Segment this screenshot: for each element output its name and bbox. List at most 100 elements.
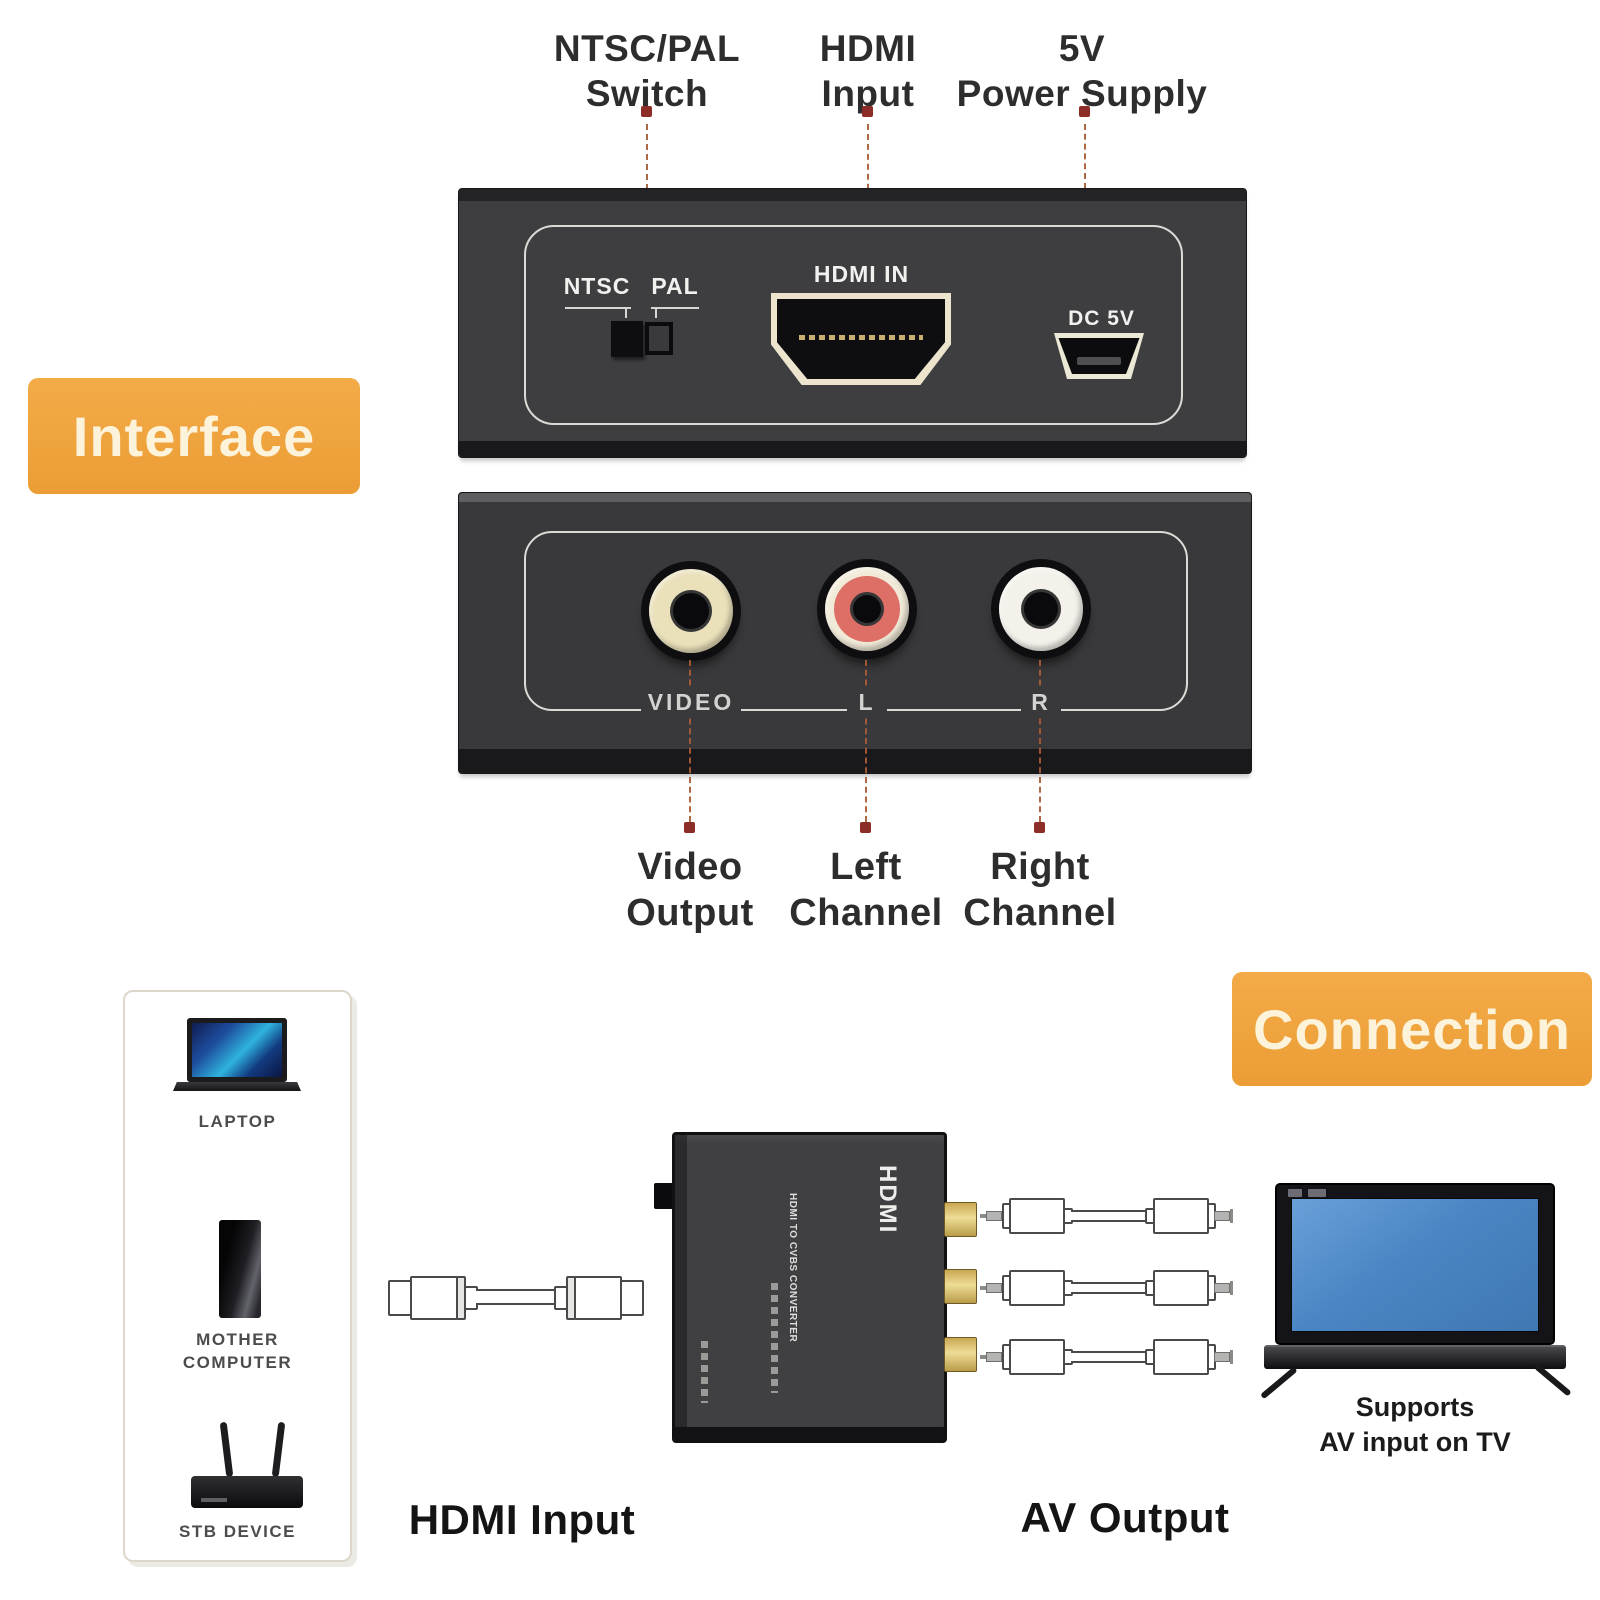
device-bottom-edge <box>459 749 1251 773</box>
rca-cord <box>1071 1282 1147 1294</box>
rca-body <box>1009 1270 1065 1306</box>
rca-pin-tick <box>980 1214 986 1218</box>
usb-port-cavity <box>1058 338 1140 374</box>
converter-fine-print <box>771 1283 778 1393</box>
callout-ntsc-pal-switch: NTSC/PAL Switch <box>487 26 807 116</box>
rca-pin <box>986 1283 1002 1293</box>
jack-hole <box>670 590 712 632</box>
tv-note: Supports AV input on TV <box>1280 1390 1550 1460</box>
rca-pin <box>986 1352 1002 1362</box>
tv-bezel-mark <box>1308 1189 1326 1197</box>
connection-badge: Connection <box>1232 972 1592 1086</box>
hdmi-plug-body <box>574 1276 622 1320</box>
converter-top-view: NTSC PAL HDMI IN DC 5V <box>458 188 1247 458</box>
converter-front-view: VIDEO L R <box>458 492 1252 774</box>
ntsc-label: NTSC <box>563 273 631 299</box>
device-top-edge <box>459 493 1251 502</box>
rca-cord <box>1071 1210 1147 1222</box>
callout-dot <box>860 822 871 833</box>
callout-dot <box>862 106 873 117</box>
callout-text: Right <box>990 846 1090 888</box>
ntsc-pal-switch-knob <box>645 322 673 355</box>
right-jack-label: R <box>1021 687 1061 718</box>
rca-pin-tick <box>1230 1209 1233 1223</box>
tv-note-text: AV input on TV <box>1319 1427 1511 1457</box>
stb-router-icon <box>191 1476 303 1508</box>
tv-soundbar <box>1264 1345 1566 1369</box>
device-bottom-edge <box>459 441 1246 457</box>
tv-screen <box>1291 1198 1539 1332</box>
panel-outline <box>524 225 1183 425</box>
rca-pin <box>1214 1352 1230 1362</box>
router-light-icon <box>201 1498 227 1502</box>
rca-pin <box>1214 1211 1230 1221</box>
callout-video-output: Video Output <box>590 844 790 936</box>
rca-body <box>1153 1339 1209 1375</box>
rca-cord <box>1071 1351 1147 1363</box>
hdmi-input-label: HDMI Input <box>408 1496 636 1543</box>
rca-gold-plug <box>944 1202 977 1237</box>
converter-hdmi-socket <box>654 1183 674 1209</box>
rca-body <box>1009 1198 1065 1234</box>
jack-hole <box>850 592 884 626</box>
source-devices-box: LAPTOP MOTHER COMPUTER STB DEVICE <box>123 990 352 1562</box>
right-audio-rca-jack <box>991 559 1091 659</box>
source-label-text: COMPUTER <box>182 1353 293 1372</box>
laptop-base-icon <box>173 1082 301 1091</box>
rca-body <box>1009 1339 1065 1375</box>
callout-text: HDMI <box>819 28 917 69</box>
source-label-text: STB DEVICE <box>178 1522 297 1541</box>
rca-pin <box>1214 1283 1230 1293</box>
callout-right-channel: Right Channel <box>940 844 1140 936</box>
dc-5v-port <box>1049 333 1149 379</box>
ntsc-pal-switch-slot <box>611 321 643 357</box>
tv-note-text: Supports <box>1355 1392 1475 1422</box>
callout-text: Channel <box>963 892 1117 934</box>
rca-body <box>1153 1270 1209 1306</box>
tv-bezel-mark <box>1288 1189 1302 1197</box>
source-label-text: LAPTOP <box>198 1112 277 1131</box>
device-top-edge <box>459 189 1246 201</box>
left-audio-rca-jack <box>817 559 917 659</box>
callout-5v-power: 5V Power Supply <box>922 26 1242 116</box>
callout-text: Left <box>830 846 902 888</box>
hdmi-plug-body <box>410 1276 458 1320</box>
rca-pin-tick <box>1230 1281 1233 1295</box>
ntsc-underline-elbow <box>625 307 627 318</box>
hdmi-logo: HDMI <box>874 1165 901 1235</box>
pal-label: PAL <box>651 273 699 299</box>
callout-dot <box>684 822 695 833</box>
pal-underline-elbow <box>655 307 657 318</box>
callout-text: NTSC/PAL <box>553 28 741 69</box>
ntsc-underline <box>565 307 631 309</box>
callout-text: Output <box>626 892 754 934</box>
hdmi-cable-cord <box>476 1289 556 1305</box>
hdmi-port-pins <box>799 335 923 340</box>
left-jack-label: L <box>847 687 887 718</box>
hdmi-in-port <box>771 293 951 385</box>
converter-fine-print <box>701 1341 708 1403</box>
rca-gold-plug <box>944 1269 977 1304</box>
tower-computer-icon <box>219 1220 261 1318</box>
interface-badge: Interface <box>28 378 360 494</box>
hdmi-plug-tip <box>620 1280 644 1316</box>
rca-pin-tick <box>980 1286 986 1290</box>
callout-line <box>1039 660 1041 822</box>
callout-line <box>865 660 867 822</box>
usb-port-slot <box>1077 357 1121 365</box>
video-rca-jack <box>641 561 741 661</box>
hdmi-plug-tip <box>388 1280 412 1316</box>
converter-caption: HDMI TO CVBS CONVERTER <box>787 1193 798 1343</box>
hdmi-in-label: HDMI IN <box>813 261 910 287</box>
rca-pin <box>986 1211 1002 1221</box>
router-antenna-icon <box>271 1421 286 1478</box>
callout-hdmi-input: HDMI Input <box>758 26 978 116</box>
rca-pin-tick <box>980 1355 986 1359</box>
pal-underline <box>651 307 699 309</box>
video-jack-label: VIDEO <box>641 687 741 718</box>
callout-dot <box>1034 822 1045 833</box>
rca-gold-plug <box>944 1337 977 1372</box>
router-antenna-icon <box>219 1421 234 1478</box>
dc-5v-label: DC 5V <box>1068 307 1135 330</box>
